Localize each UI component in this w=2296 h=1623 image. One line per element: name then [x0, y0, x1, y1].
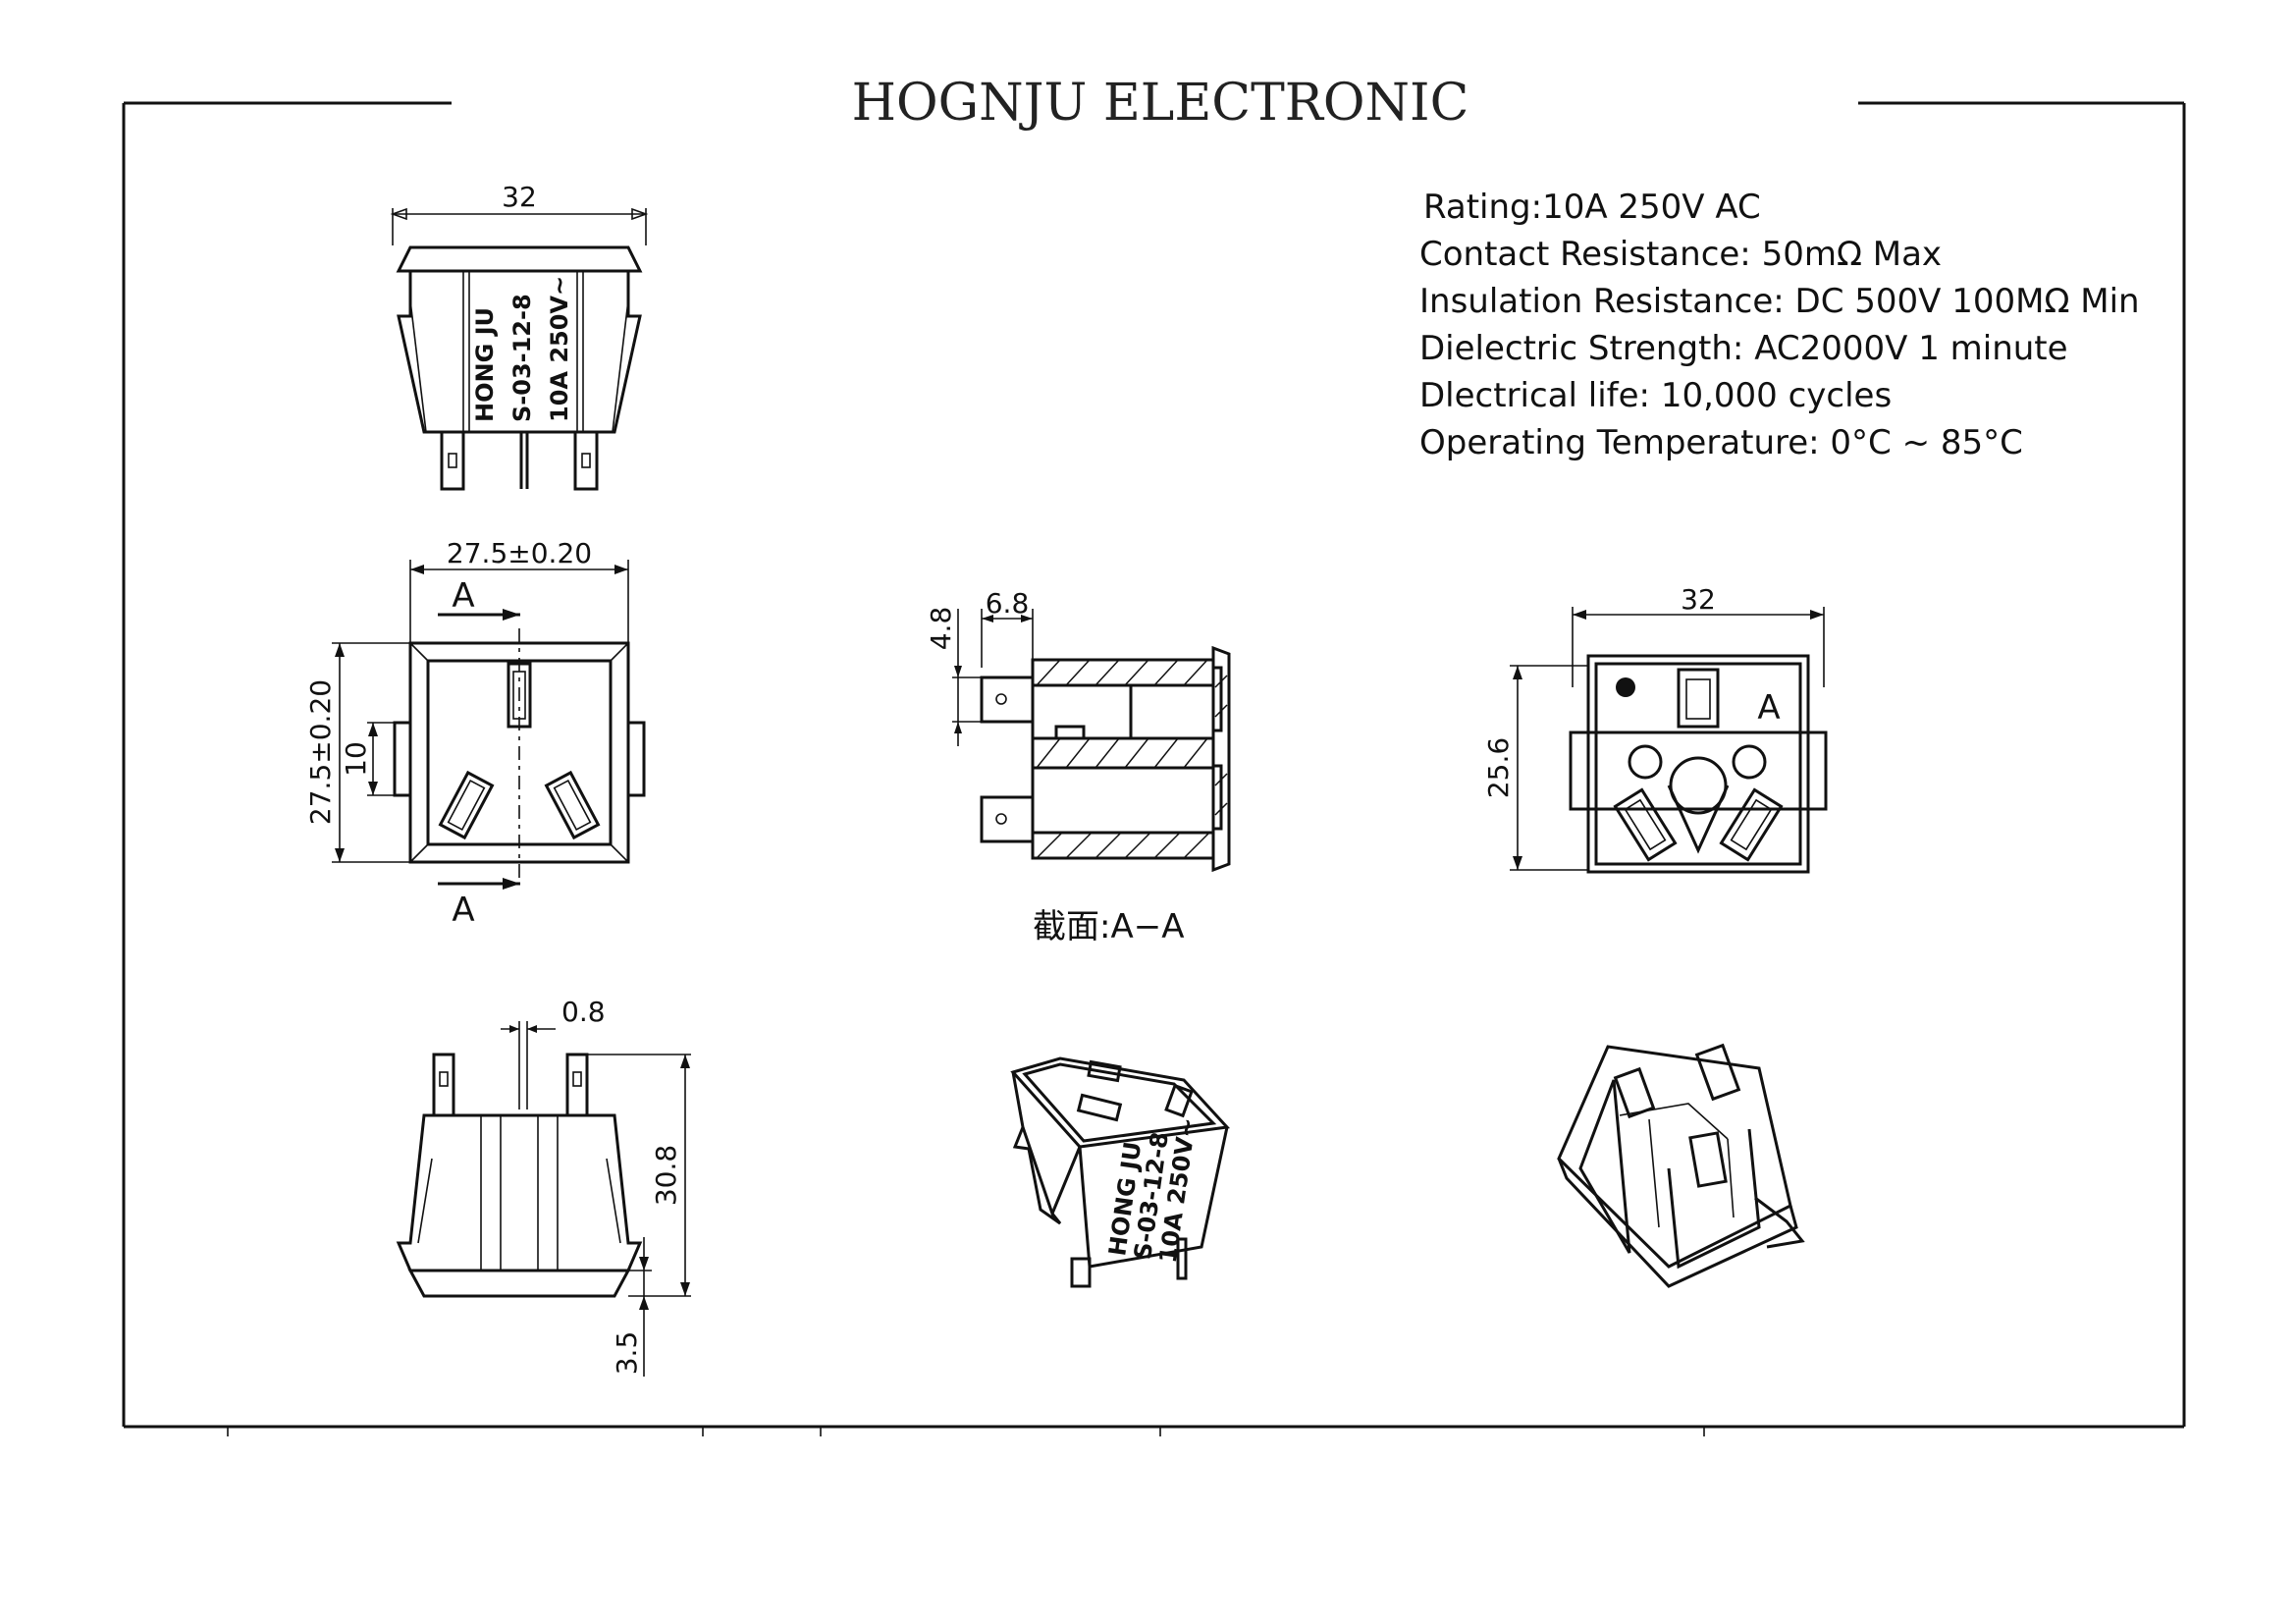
section-view: 6.8 4.8 [925, 587, 1231, 947]
marking-line-2: S-03-12-8 [508, 294, 536, 422]
drawing-title: HOGNJU ELECTRONIC [852, 74, 1469, 133]
spec-contact-resistance: Contact Resistance: 50mΩ Max [1419, 235, 1942, 274]
drawing-frame [122, 101, 2186, 1436]
spec-electrical-life: Dlectrical life: 10,000 cycles [1419, 376, 1892, 415]
isometric-front-view: HONG JU S-03-12-8 10A 250V~ [1010, 1056, 1231, 1288]
dim-body-height: 27.5±0.20 [304, 679, 337, 825]
rear-view: 32 25.6 A [1482, 583, 1828, 874]
dim-pin-spacing: 10 [340, 741, 372, 777]
spec-operating-temperature: Operating Temperature: 0°C ~ 85°C [1419, 423, 2023, 462]
isometric-rear-view [1557, 1043, 1805, 1288]
dim-section-offset-y: 4.8 [925, 607, 957, 651]
section-mark-bottom: A [452, 891, 474, 930]
rear-section-mark: A [1757, 688, 1780, 728]
dim-flange-height: 3.5 [611, 1331, 643, 1376]
dim-rear-height: 25.6 [1482, 737, 1515, 798]
section-hatching [1036, 659, 1228, 859]
dim-pin-thickness: 0.8 [561, 996, 606, 1028]
dim-top-width: 32 [502, 181, 537, 213]
spec-list: Rating:10A 250V AC Contact Resistance: 5… [1419, 188, 2140, 462]
section-mark-top: A [452, 576, 474, 616]
dim-body-width: 27.5±0.20 [447, 537, 592, 569]
front-face-view: 27.5±0.20 27.5±0.20 10 A A [304, 537, 646, 930]
spec-insulation-resistance: Insulation Resistance: DC 500V 100MΩ Min [1419, 282, 2140, 321]
dim-rear-width: 32 [1681, 583, 1716, 616]
marking-line-3: 10A 250V~ [546, 276, 573, 422]
side-view-marked: 32 HONG JU S-03-12-8 10A 250V~ [390, 181, 649, 491]
dim-overall-height: 30.8 [650, 1145, 682, 1206]
spec-rating: Rating:10A 250V AC [1423, 188, 1761, 227]
spec-dielectric-strength: Dielectric Strength: AC2000V 1 minute [1419, 329, 2068, 368]
marking-line-1: HONG JU [471, 307, 499, 422]
section-caption: 截面:A−A [1033, 907, 1184, 947]
side-view-pins-up: 0.8 30.8 3.5 [396, 996, 691, 1377]
dim-section-offset-x: 6.8 [986, 587, 1030, 620]
